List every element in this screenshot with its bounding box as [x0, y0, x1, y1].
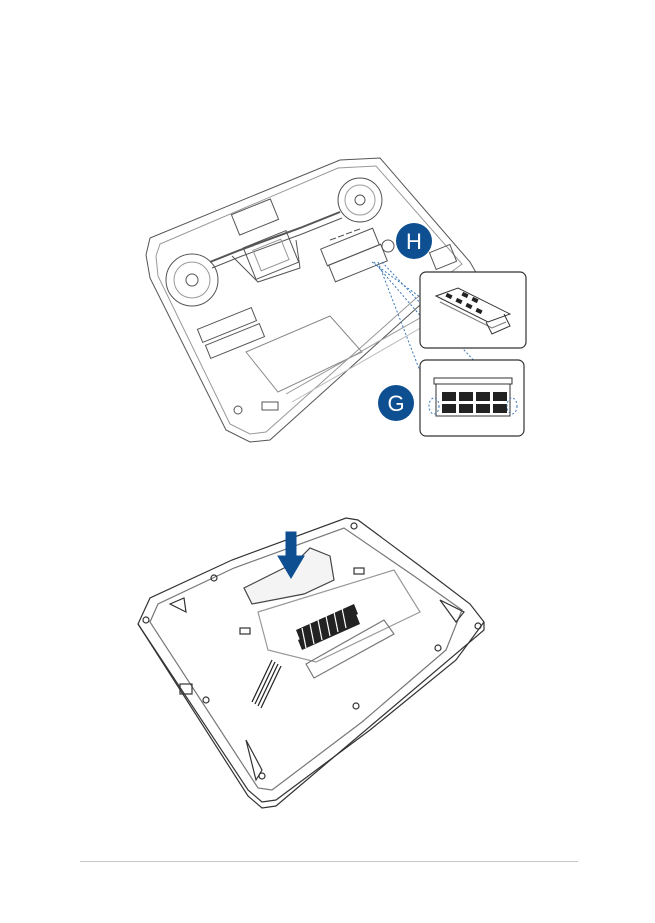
fan-right [337, 177, 383, 223]
callout-h: H [396, 223, 432, 259]
battery-area [245, 315, 363, 393]
heatsink-block [242, 229, 300, 281]
memory-slots-upper [320, 227, 388, 283]
laptop-bottom-cover-illustration [137, 517, 485, 809]
callout-h-label: H [406, 229, 422, 254]
callout-g-label: G [387, 391, 404, 416]
inset-memory-seated [419, 359, 525, 437]
callout-g: G [378, 385, 414, 421]
inset-memory-insert [419, 271, 527, 349]
fan-grill [296, 604, 360, 650]
footer-rule [80, 861, 578, 862]
fan-left [165, 253, 219, 307]
side-vent [251, 659, 282, 709]
memory-slots-lower [196, 306, 266, 360]
bottom-cover-outline [137, 517, 485, 803]
insert-arrow [277, 531, 305, 579]
laptop-interior-illustration: H G [145, 157, 527, 443]
